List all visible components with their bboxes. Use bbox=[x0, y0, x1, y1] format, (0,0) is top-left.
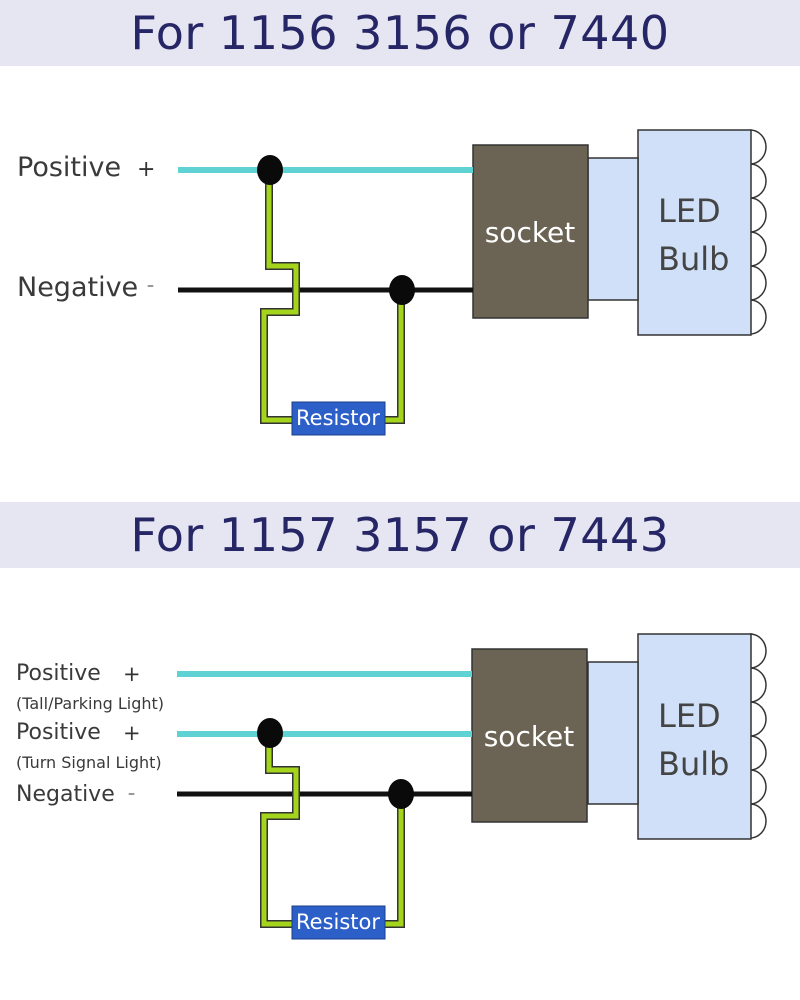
negative-sign-2: – bbox=[128, 786, 135, 802]
negative-label: Negative bbox=[17, 272, 139, 303]
positive-parking-label: Positive bbox=[16, 661, 101, 686]
positive-sign: + bbox=[137, 157, 156, 182]
wiring-diagram-1: LED Bulb socket Resistor bbox=[178, 129, 767, 436]
diagram-2-title: For 1157 3157 or 7443 bbox=[130, 508, 670, 562]
diagram-1-banner: For 1156 3156 or 7440 bbox=[0, 0, 800, 66]
resistor-lead-left-inner bbox=[261, 170, 299, 423]
negative-sign: – bbox=[147, 278, 154, 294]
positive-junction bbox=[257, 155, 283, 185]
led-bulb-2-label-1: LED bbox=[658, 697, 721, 735]
negative-junction bbox=[389, 275, 415, 305]
resistor-2-label: Resistor bbox=[296, 910, 380, 934]
positive-turn-sign: + bbox=[123, 721, 141, 745]
bulb-base bbox=[587, 157, 639, 301]
resistor-label: Resistor bbox=[296, 406, 380, 430]
resistor bbox=[291, 401, 386, 436]
resistor-lead-right-inner bbox=[385, 290, 404, 423]
led-bulb bbox=[637, 129, 752, 336]
resistor-2-lead-left-inner bbox=[261, 734, 299, 927]
turn-signal-note: (Turn Signal Light) bbox=[16, 753, 162, 772]
resistor-2 bbox=[291, 905, 386, 940]
diagram-2-banner: For 1157 3157 or 7443 bbox=[0, 502, 800, 568]
socket bbox=[472, 144, 589, 319]
socket-label: socket bbox=[485, 216, 576, 249]
positive-turn-label: Positive bbox=[16, 720, 101, 745]
positive-label: Positive bbox=[17, 152, 122, 183]
led-bulb-2-label-2: Bulb bbox=[658, 745, 729, 783]
positive-parking-sign: + bbox=[123, 662, 141, 686]
socket-label-2: socket bbox=[484, 720, 575, 753]
negative-junction-2 bbox=[388, 779, 414, 809]
bulb-contacts-2 bbox=[749, 633, 767, 839]
led-bulb-label-2: Bulb bbox=[658, 240, 729, 278]
diagram-1-title: For 1156 3156 or 7440 bbox=[130, 6, 670, 60]
socket-2 bbox=[471, 648, 588, 823]
bulb-base-2 bbox=[587, 661, 639, 805]
resistor-2-lead-right-inner bbox=[385, 794, 404, 927]
negative-label-2: Negative bbox=[16, 782, 115, 807]
led-bulb-label-1: LED bbox=[658, 192, 721, 230]
parking-light-note: (Tall/Parking Light) bbox=[16, 694, 165, 713]
led-bulb-2 bbox=[637, 633, 752, 840]
positive-turn-junction bbox=[257, 718, 283, 748]
